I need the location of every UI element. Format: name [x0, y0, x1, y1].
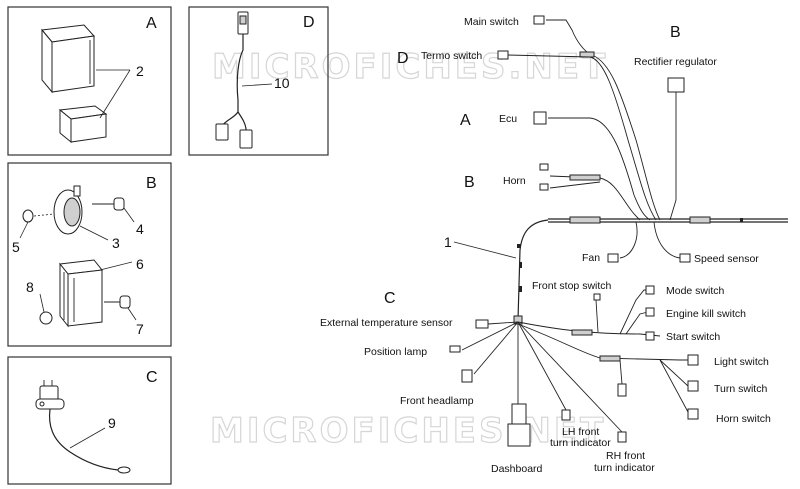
- label-start-switch: Start switch: [666, 331, 720, 343]
- part-number-2: 2: [136, 63, 144, 79]
- adapter-cable-drawing: [215, 11, 253, 149]
- label-turn-switch: Turn switch: [714, 383, 767, 395]
- dash-5: [33, 213, 55, 217]
- front-stop-connector: [593, 293, 601, 301]
- ext-temp-connector: [475, 319, 489, 329]
- part-number-4: 4: [136, 221, 144, 237]
- label-mode-switch: Mode switch: [666, 285, 725, 297]
- screw-4-drawing: [92, 197, 125, 211]
- leader-1: [453, 241, 517, 259]
- label-rectifier-regulator: Rectifier regulator: [634, 56, 717, 68]
- leader-3: [79, 225, 109, 241]
- label-position-lamp: Position lamp: [364, 346, 427, 358]
- harness-letter-d: D: [397, 50, 409, 67]
- part-number-6: 6: [136, 256, 144, 272]
- ecu-cover-drawing: [58, 105, 108, 144]
- turn-relay-connector: [617, 383, 627, 397]
- main-harness: [449, 15, 788, 447]
- washer-5-drawing: [22, 209, 34, 223]
- leader-8: [39, 293, 45, 313]
- label-dashboard: Dashboard: [491, 463, 543, 475]
- dashboard-connector-top: [511, 403, 527, 425]
- label-external-temperature-sensor: External temperature sensor: [320, 317, 453, 329]
- label-ecu: Ecu: [499, 113, 517, 125]
- dashboard-connector: [507, 423, 531, 447]
- mode-switch-connector: [645, 285, 655, 295]
- horn-switch-connector: [687, 408, 699, 420]
- panel-b-letter: B: [146, 175, 157, 192]
- headlamp-connector: [461, 369, 473, 383]
- rectifier-connector: [667, 77, 685, 93]
- light-switch-connector: [687, 354, 699, 366]
- part-number-8: 8: [26, 279, 34, 295]
- label-light-switch: Light switch: [714, 356, 769, 368]
- label-rh-front-line1: RH front: [606, 450, 645, 462]
- panel-c: C 9: [7, 356, 172, 485]
- horn-connector-2: [539, 183, 549, 191]
- panel-d-letter: D: [303, 14, 315, 31]
- start-switch-connector: [645, 331, 655, 341]
- position-lamp-connector: [449, 345, 461, 353]
- leader-9: [69, 427, 106, 449]
- label-rh-front-line2: turn indicator: [594, 462, 655, 474]
- part-number-5: 5: [12, 239, 20, 255]
- speed-sensor-connector: [679, 253, 691, 263]
- label-front-stop-switch: Front stop switch: [532, 280, 612, 292]
- harness-letter-a: A: [460, 112, 471, 129]
- watermark-bottom: MICROFICHES.NET: [210, 411, 606, 451]
- nut-8-drawing: [39, 311, 53, 325]
- termo-switch-connector: [497, 50, 509, 60]
- leader-2b: [99, 69, 131, 119]
- harness-letter-b-top: B: [670, 24, 681, 41]
- speed-sensor-drawing: [35, 380, 131, 474]
- panel-c-letter: C: [146, 369, 158, 386]
- watermark-top: MICROFICHES.NET: [212, 47, 608, 87]
- main-switch-connector: [533, 15, 545, 25]
- part-number-10: 10: [274, 75, 290, 91]
- label-lh-front-line2: turn indicator: [550, 437, 611, 449]
- turn-switch-connector: [687, 380, 699, 392]
- part-number-7: 7: [136, 321, 144, 337]
- label-front-headlamp: Front headlamp: [400, 395, 474, 407]
- panel-a-letter: A: [146, 15, 157, 32]
- leader-6: [99, 261, 133, 271]
- part-number-1: 1: [444, 234, 452, 250]
- ecu-unit-drawing: [41, 24, 96, 94]
- lh-indicator-connector: [561, 409, 571, 421]
- label-main-switch: Main switch: [464, 16, 519, 28]
- screw-7-drawing: [104, 295, 131, 309]
- horn-drawing: [53, 185, 83, 235]
- part-number-3: 3: [112, 235, 120, 251]
- panel-b: B 5 3: [7, 162, 172, 347]
- label-engine-kill-switch: Engine kill switch: [666, 308, 746, 320]
- label-termo-switch: Termo switch: [421, 50, 482, 62]
- leader-4: [123, 207, 135, 223]
- part-number-9: 9: [108, 415, 116, 431]
- leader-7: [127, 307, 137, 321]
- panel-d: D 10: [188, 6, 329, 156]
- fan-connector: [607, 253, 619, 263]
- leader-10: [241, 83, 273, 87]
- harness-letter-b-horn: B: [464, 174, 475, 191]
- main-switch-sleeve: [579, 51, 595, 58]
- ecu-connector: [533, 111, 547, 125]
- panel-a: A 2: [7, 6, 172, 156]
- label-lh-front-line1: LH front: [562, 426, 599, 438]
- engine-kill-connector: [645, 307, 655, 317]
- label-fan: Fan: [582, 252, 600, 264]
- rectifier-drawing: [59, 259, 103, 328]
- leader-5: [19, 221, 29, 239]
- rh-indicator-connector: [617, 431, 627, 443]
- label-horn: Horn: [503, 175, 526, 187]
- horn-connector-1: [539, 163, 549, 171]
- harness-letter-c: C: [384, 290, 396, 307]
- label-horn-switch: Horn switch: [716, 413, 771, 425]
- label-speed-sensor: Speed sensor: [694, 253, 759, 265]
